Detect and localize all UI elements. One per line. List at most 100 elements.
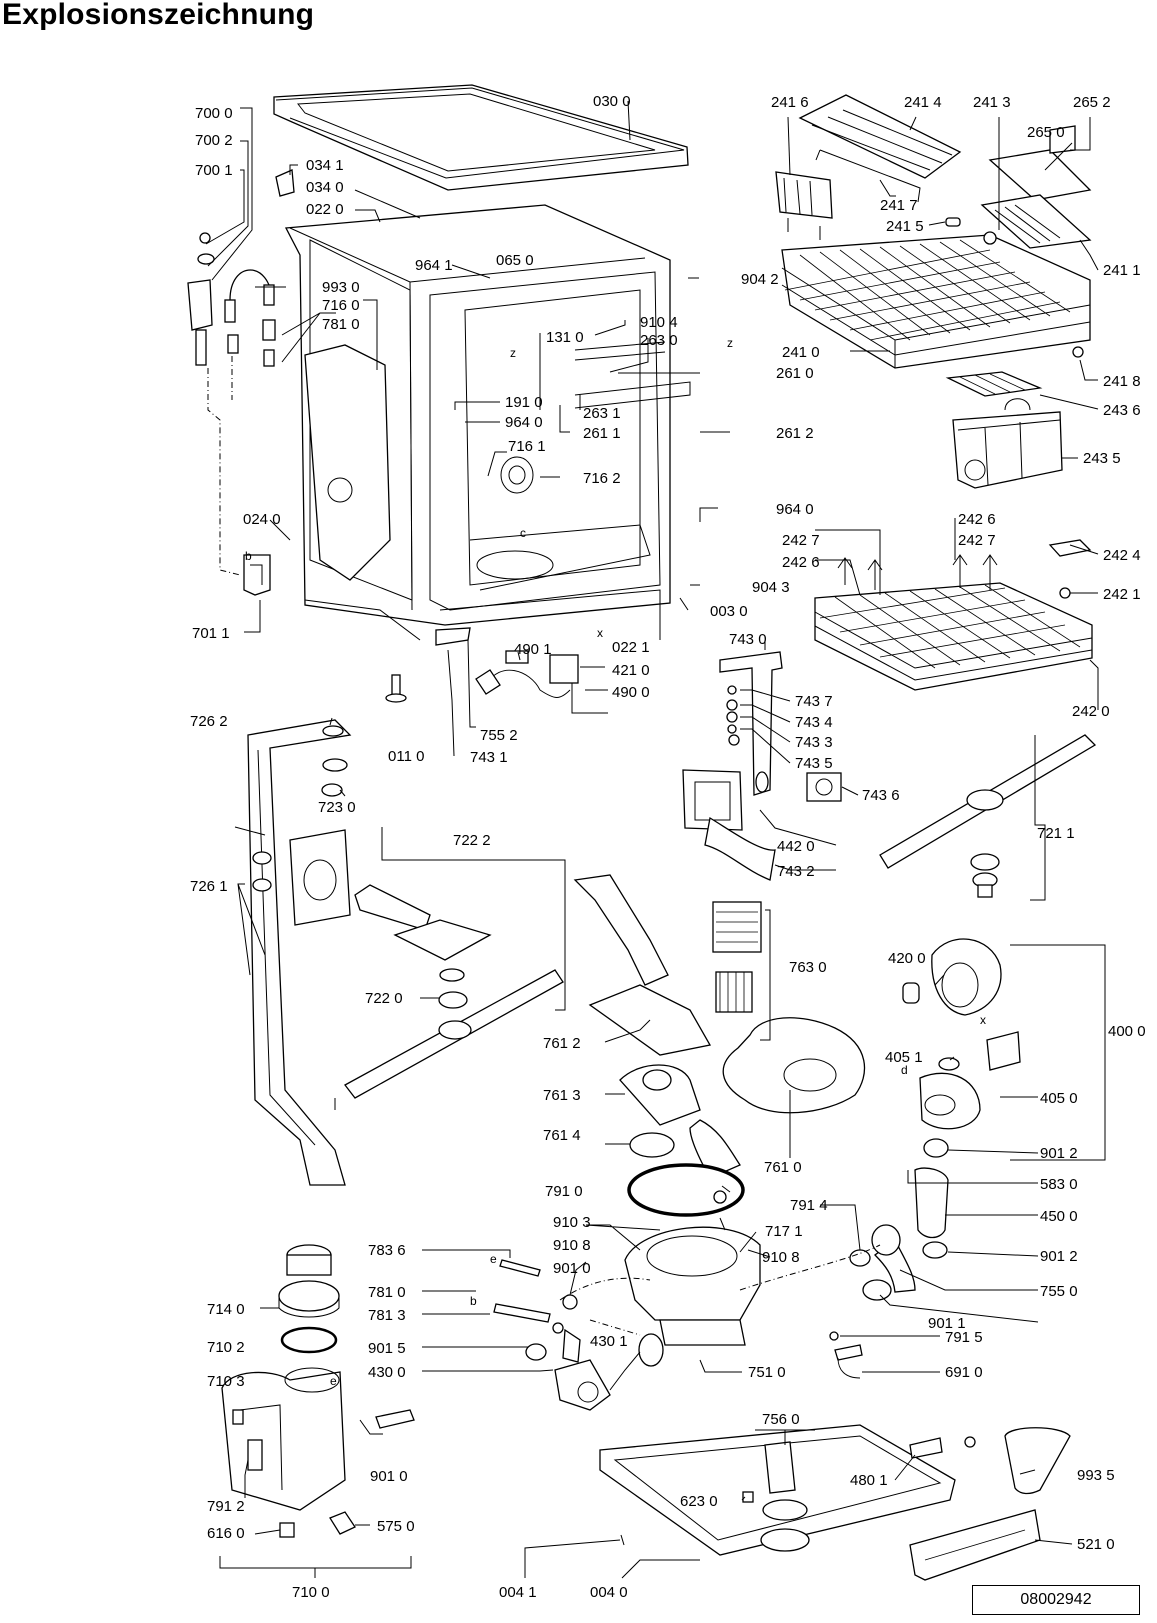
water-inlet-valve-part [187, 232, 276, 576]
label-034-1: 034 1 [306, 157, 344, 174]
label-265-0: 265 0 [1027, 124, 1065, 141]
sump-751-part [562, 1190, 761, 1367]
label-430-0: 430 0 [368, 1364, 406, 1381]
label-011-0: 011 0 [388, 748, 424, 765]
clip-034-part [275, 169, 295, 197]
label-034-0: 034 0 [306, 179, 344, 196]
shelf-243-6-part [945, 371, 1043, 397]
label-623-0: 623 0 [680, 1493, 718, 1510]
label-241-6: 241 6 [771, 94, 809, 111]
label-575-0: 575 0 [377, 1518, 415, 1535]
label-521-0: 521 0 [1077, 1536, 1115, 1553]
label-242-1: 242 1 [1103, 586, 1141, 603]
label-583-0: 583 0 [1040, 1176, 1078, 1193]
label-450-0: 450 0 [1040, 1208, 1078, 1225]
label-710-2: 710 2 [207, 1339, 245, 1356]
label-722-0: 722 0 [365, 990, 403, 1007]
label-616-0: 616 0 [207, 1525, 245, 1542]
duct-761-part [573, 874, 741, 1179]
label-716-1: 716 1 [508, 438, 546, 455]
label-480-1: 480 1 [850, 1472, 888, 1489]
marker-e-1: e [490, 1252, 497, 1266]
label-261-0: 261 0 [776, 365, 814, 382]
label-901-5: 901 5 [368, 1340, 406, 1357]
label-241-3: 241 3 [973, 94, 1011, 111]
label-756-0: 756 0 [762, 1411, 800, 1428]
basket-holder-241-6-part [775, 171, 833, 240]
label-241-8: 241 8 [1103, 373, 1141, 390]
label-241-5: 241 5 [886, 218, 924, 235]
label-781-3: 781 3 [368, 1307, 406, 1324]
label-004-0: 004 0 [590, 1584, 628, 1601]
cup-rack-265-part [980, 125, 1092, 249]
cabinet-frame-part [284, 204, 691, 641]
label-964-0-b: 964 0 [776, 501, 814, 518]
label-003-0: 003 0 [710, 603, 748, 620]
marker-z-1: z [510, 346, 516, 360]
lower-basket-242-0-part [814, 539, 1093, 691]
label-243-5: 243 5 [1083, 450, 1121, 467]
leader-lines [205, 100, 1106, 1579]
label-726-2: 726 2 [190, 713, 228, 730]
label-405-0: 405 0 [1040, 1090, 1078, 1107]
label-964-1: 964 1 [415, 257, 453, 274]
marker-b-1: b [245, 549, 252, 563]
label-241-0: 241 0 [782, 344, 820, 361]
circulation-pump-400-part [829, 938, 1021, 1379]
page-title: Explosionszeichnung [2, 0, 315, 31]
label-743-4: 743 4 [795, 714, 833, 731]
label-726-1: 726 1 [190, 878, 228, 895]
cabinet-lid-part [273, 84, 689, 191]
label-022-1: 022 1 [612, 639, 650, 656]
label-241-4: 241 4 [904, 94, 942, 111]
label-691-0: 691 0 [945, 1364, 983, 1381]
label-442-0: 442 0 [777, 838, 815, 855]
label-242-0: 242 0 [1072, 703, 1110, 720]
label-761-3: 761 3 [543, 1087, 581, 1104]
label-763-0: 763 0 [789, 959, 827, 976]
label-700-0: 700 0 [195, 105, 233, 122]
label-490-1: 490 1 [514, 641, 552, 658]
gasket-791-0-part [627, 1163, 745, 1217]
label-022-0: 022 0 [306, 201, 344, 218]
label-743-2: 743 2 [777, 863, 815, 880]
label-743-0: 743 0 [729, 631, 767, 648]
label-714-0: 714 0 [207, 1301, 245, 1318]
label-743-3: 743 3 [795, 734, 833, 751]
label-716-0: 716 0 [322, 297, 360, 314]
connection-markers: b b c d e e x x z z [245, 336, 986, 1388]
label-265-2: 265 2 [1073, 94, 1111, 111]
label-405-1: 405 1 [885, 1049, 923, 1066]
supply-duct-726-part [247, 719, 352, 1186]
label-243-6: 243 6 [1103, 402, 1141, 419]
pressure-switch-490-part [435, 627, 579, 698]
label-421-0: 421 0 [612, 662, 650, 679]
marker-b-2: b [470, 1294, 477, 1308]
label-743-6: 743 6 [862, 787, 900, 804]
label-910-8-b: 910 8 [762, 1249, 800, 1266]
label-904-3: 904 3 [752, 579, 790, 596]
label-964-0-a: 964 0 [505, 414, 543, 431]
label-065-0: 065 0 [496, 252, 534, 269]
label-743-7: 743 7 [795, 693, 833, 710]
part-labels: 700 0 700 2 700 1 034 1 034 0 022 0 030 … [190, 93, 1146, 1601]
cutlery-tray-241-4-part [798, 94, 962, 179]
label-242-7-a: 242 7 [958, 532, 996, 549]
upper-basket-241-0-part [781, 217, 1091, 369]
label-430-1: 430 1 [590, 1333, 628, 1350]
label-263-0: 263 0 [640, 332, 678, 349]
bracket-701-part [243, 554, 271, 596]
label-241-1: 241 1 [1103, 262, 1141, 279]
label-420-0: 420 0 [888, 950, 926, 967]
label-701-1: 701 1 [192, 625, 230, 642]
label-261-1: 261 1 [583, 425, 621, 442]
marker-c: c [520, 526, 526, 540]
label-716-2: 716 2 [583, 470, 621, 487]
label-004-1: 004 1 [499, 1584, 537, 1601]
label-723-0: 723 0 [318, 799, 356, 816]
label-263-1: 263 1 [583, 405, 621, 422]
label-755-2: 755 2 [480, 727, 518, 744]
label-242-4: 242 4 [1103, 547, 1141, 564]
label-901-2-a: 901 2 [1040, 1145, 1078, 1162]
